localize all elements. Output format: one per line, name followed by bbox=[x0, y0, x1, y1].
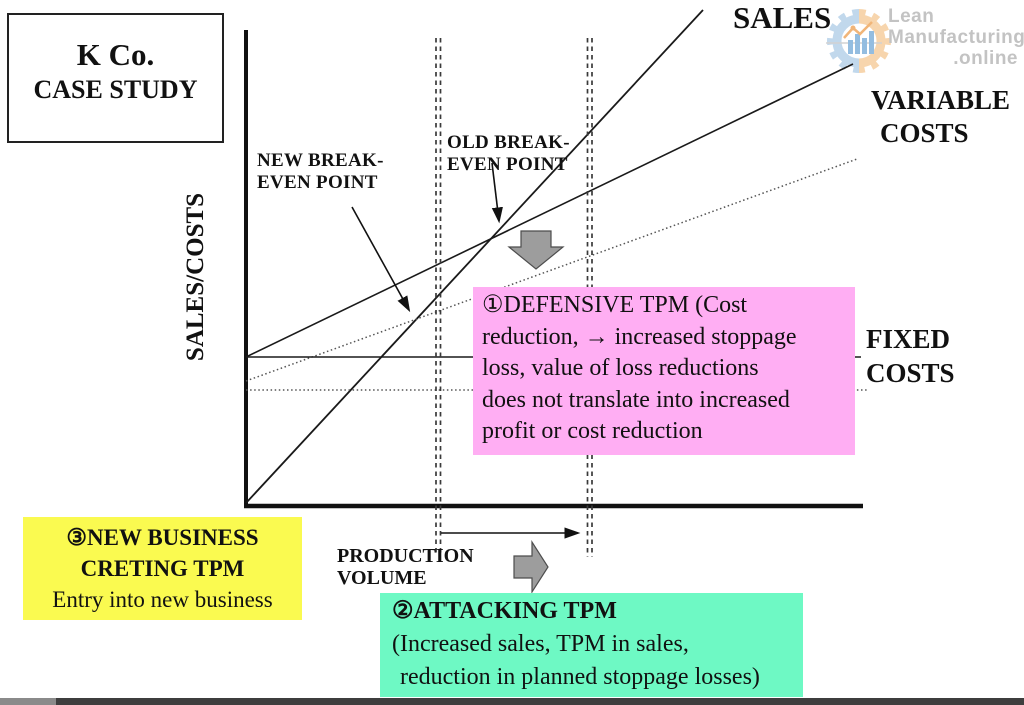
new-break-even-arrow bbox=[351, 206, 411, 313]
defensive-tpm-line1: ①DEFENSIVE TPM (Cost bbox=[482, 292, 748, 318]
watermark-line1: Lean bbox=[888, 6, 935, 27]
old-break-even-arrow bbox=[491, 162, 503, 224]
fixed-costs-label-line2: COSTS bbox=[866, 358, 955, 388]
bar-2 bbox=[855, 34, 860, 54]
gear-teeth-left bbox=[827, 9, 860, 73]
defensive-tpm-line4: does not translate into increased bbox=[482, 386, 790, 413]
bar-4 bbox=[869, 31, 874, 54]
attacking-tpm-box: ②ATTACKING TPM (Increased sales, TPM in … bbox=[380, 593, 803, 697]
gear-chart-icon-svg bbox=[820, 9, 891, 73]
attacking-tpm-line1: ②ATTACKING TPM bbox=[392, 598, 617, 624]
variable-costs-label-line1: VARIABLE bbox=[871, 85, 1011, 115]
gear-teeth-right bbox=[858, 9, 891, 73]
trend-dot bbox=[850, 25, 856, 31]
bottom-bar-progress bbox=[0, 698, 56, 705]
variable-costs-label: VARIABLE COSTS bbox=[871, 84, 1010, 150]
volume-marker-left bbox=[435, 38, 442, 553]
fixed-costs-label: FIXED COSTS bbox=[866, 322, 955, 390]
new-business-tpm-box: ③NEW BUSINESS CRETING TPM Entry into new… bbox=[23, 517, 302, 620]
gear-ring-left bbox=[832, 14, 860, 68]
right-block-arrow bbox=[513, 539, 549, 595]
down-block-arrow bbox=[507, 230, 565, 270]
x-axis-label-line2: VOLUME bbox=[337, 567, 427, 589]
sales-line-label: SALES bbox=[733, 0, 832, 35]
case-study-title: K Co. bbox=[76, 37, 155, 72]
new-break-even-label: NEW BREAK- EVEN POINT bbox=[257, 150, 384, 194]
new-break-even-line2: EVEN POINT bbox=[257, 172, 378, 193]
attacking-tpm-line3: reduction in planned stoppage losses) bbox=[400, 664, 760, 690]
case-study-box: K Co. CASE STUDY bbox=[7, 13, 224, 143]
case-study-subtitle: CASE STUDY bbox=[33, 75, 198, 104]
watermark-line3: .online bbox=[953, 48, 1018, 69]
bar-3 bbox=[862, 38, 867, 54]
variable-costs-line-old bbox=[245, 63, 854, 358]
bottom-bar bbox=[0, 698, 1024, 705]
defensive-tpm-line2: reduction, → increased stoppage bbox=[482, 323, 797, 350]
sales-line bbox=[245, 9, 704, 504]
new-business-tpm-line3: Entry into new business bbox=[52, 587, 273, 612]
new-business-tpm-line1: ③NEW BUSINESS bbox=[66, 525, 259, 550]
watermark-line2: Manufacturing bbox=[888, 27, 1024, 48]
new-business-tpm-line2: CRETING TPM bbox=[80, 556, 245, 581]
gear-chart-icon bbox=[820, 8, 892, 74]
bar-1 bbox=[848, 40, 853, 54]
x-axis-label-line1: PRODUCTION bbox=[337, 545, 474, 567]
defensive-tpm-line3: loss, value of loss reductions bbox=[482, 355, 759, 381]
trend-line bbox=[843, 21, 873, 39]
gear-ring-right bbox=[858, 14, 886, 68]
variable-costs-label-line2: COSTS bbox=[880, 118, 969, 148]
attacking-tpm-line2: (Increased sales, TPM in sales, bbox=[392, 631, 689, 657]
defensive-tpm-line5: profit or cost reduction bbox=[482, 418, 703, 444]
new-break-even-line1: NEW BREAK- bbox=[257, 150, 384, 171]
watermark-wordmark: Lean Manufacturing .online bbox=[888, 6, 1024, 69]
old-break-even-label: OLD BREAK- EVEN POINT bbox=[447, 132, 570, 176]
old-break-even-line1: OLD BREAK- bbox=[447, 132, 570, 153]
x-axis-label: PRODUCTION VOLUME bbox=[337, 545, 474, 589]
y-axis-label: SALES/COSTS bbox=[182, 192, 209, 362]
old-break-even-line2: EVEN POINT bbox=[447, 154, 568, 175]
defensive-tpm-box: ①DEFENSIVE TPM (Cost reduction, → increa… bbox=[473, 287, 855, 455]
variable-costs-line-new-dotted bbox=[245, 158, 858, 382]
fixed-costs-label-line1: FIXED bbox=[866, 324, 951, 354]
